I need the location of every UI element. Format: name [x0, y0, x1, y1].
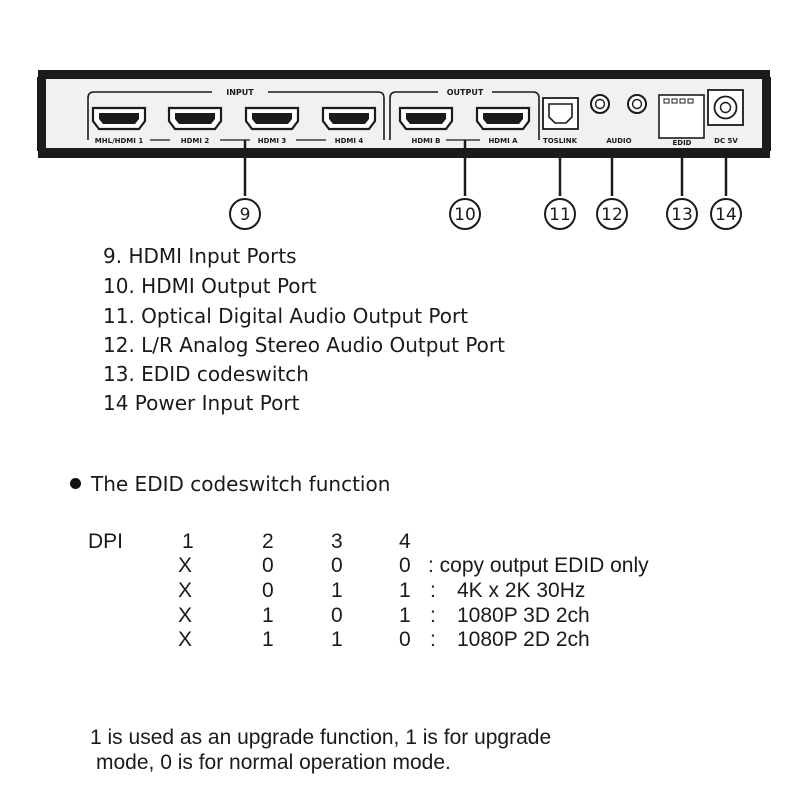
callout-11-number: 11 [549, 205, 571, 225]
table-header-4: 4 [399, 530, 411, 553]
table-cell: 1 [262, 628, 274, 651]
table-cell: 0 [399, 554, 411, 577]
callout-14-number: 14 [715, 205, 737, 225]
table-header-2: 2 [262, 530, 274, 553]
table-cell: 1 [399, 579, 411, 602]
port-label-audio: AUDIO [606, 137, 631, 145]
port-label-hdmi-a: HDMI A [488, 137, 518, 145]
hdmi-input-port-3 [244, 106, 300, 131]
table-cell: 1 [262, 604, 274, 627]
legend-item-13: 13. EDID codeswitch [103, 362, 309, 386]
hdmi-output-port-a [475, 106, 531, 131]
table-cell: X [178, 579, 193, 602]
output-group-label: OUTPUT [447, 88, 484, 97]
output-group-bracket [389, 91, 540, 140]
table-cell-mode: 1080P 2D 2ch [457, 628, 590, 651]
edid-section-title-text: The EDID codeswitch function [91, 472, 391, 496]
table-cell: 1 [399, 604, 411, 627]
audio-jack-right [627, 94, 647, 114]
table-cell: 1 [331, 628, 343, 651]
port-label-hdmi3: HDMI 3 [258, 137, 287, 145]
legend-item-11: 11. Optical Digital Audio Output Port [103, 304, 469, 328]
callout-10-circle [449, 198, 481, 230]
table-header-1: 1 [182, 530, 194, 553]
callout-13-number: 13 [671, 205, 693, 225]
table-cell-mode: : copy output EDID only [428, 554, 649, 577]
table-cell: 0 [262, 554, 274, 577]
chassis-bottom-edge [38, 148, 770, 158]
table-header-3: 3 [331, 530, 343, 553]
callout-11-circle [544, 198, 576, 230]
chassis-left-cap [38, 70, 46, 158]
table-cell-colon: : [430, 628, 436, 651]
input-group-label: INPUT [226, 88, 254, 97]
table-cell-mode: 1080P 3D 2ch [457, 604, 590, 627]
port-label-hdmi4: HDMI 4 [335, 137, 364, 145]
table-cell: 0 [331, 604, 343, 627]
table-cell-colon: : [430, 579, 436, 602]
legend-item-14: 14 Power Input Port [103, 391, 300, 415]
port-label-toslink: TOSLINK [543, 137, 578, 145]
chassis-right-cap [762, 70, 770, 158]
legend-item-9: 9. HDMI Input Ports [103, 244, 297, 268]
legend-item-10: 10. HDMI Output Port [103, 274, 317, 298]
table-cell: 0 [399, 628, 411, 651]
input-group-bracket [87, 91, 385, 140]
port-label-hdmi-b: HDMI B [411, 137, 440, 145]
hdmi-input-port-1 [91, 106, 147, 131]
port-label-edid: EDID [672, 139, 691, 147]
edid-dip-switch [658, 94, 705, 139]
callout-10-number: 10 [454, 205, 476, 225]
rear-panel-diagram: INPUT OUTPUT MHL/HDMI 1 HDMI 2 HDMI 3 HD… [37, 70, 771, 230]
bullet-icon [70, 478, 81, 489]
table-cell: X [178, 604, 193, 627]
callout-14-circle [710, 198, 742, 230]
hdmi-input-port-4 [321, 106, 377, 131]
note-line-2: mode, 0 is for normal operation mode. [96, 751, 451, 774]
hdmi-input-port-2 [167, 106, 223, 131]
table-cell: X [178, 628, 193, 651]
port-label-hdmi2: HDMI 2 [181, 137, 210, 145]
table-cell: 0 [262, 579, 274, 602]
table-cell: X [178, 554, 193, 577]
callout-9-circle [229, 198, 261, 230]
toslink-port [542, 97, 579, 130]
table-cell-colon: : [430, 604, 436, 627]
callout-9-number: 9 [240, 205, 251, 225]
callout-12-circle [596, 198, 628, 230]
callout-12-number: 12 [601, 205, 623, 225]
hdmi-output-port-b [398, 106, 454, 131]
callout-13-circle [666, 198, 698, 230]
table-header-dpi: DPI [88, 530, 124, 553]
edid-section-title: The EDID codeswitch function [70, 472, 390, 496]
table-cell-mode: 4K x 2K 30Hz [457, 579, 586, 602]
note-line-1: 1 is used as an upgrade function, 1 is f… [90, 726, 552, 749]
port-label-dc5v: DC 5V [714, 137, 738, 145]
audio-jack-left [590, 94, 610, 114]
dc-power-jack [707, 89, 744, 126]
table-cell: 1 [331, 579, 343, 602]
table-cell: 0 [331, 554, 343, 577]
port-label-mhl-hdmi1: MHL/HDMI 1 [95, 137, 144, 145]
legend-item-12: 12. L/R Analog Stereo Audio Output Port [103, 333, 505, 357]
